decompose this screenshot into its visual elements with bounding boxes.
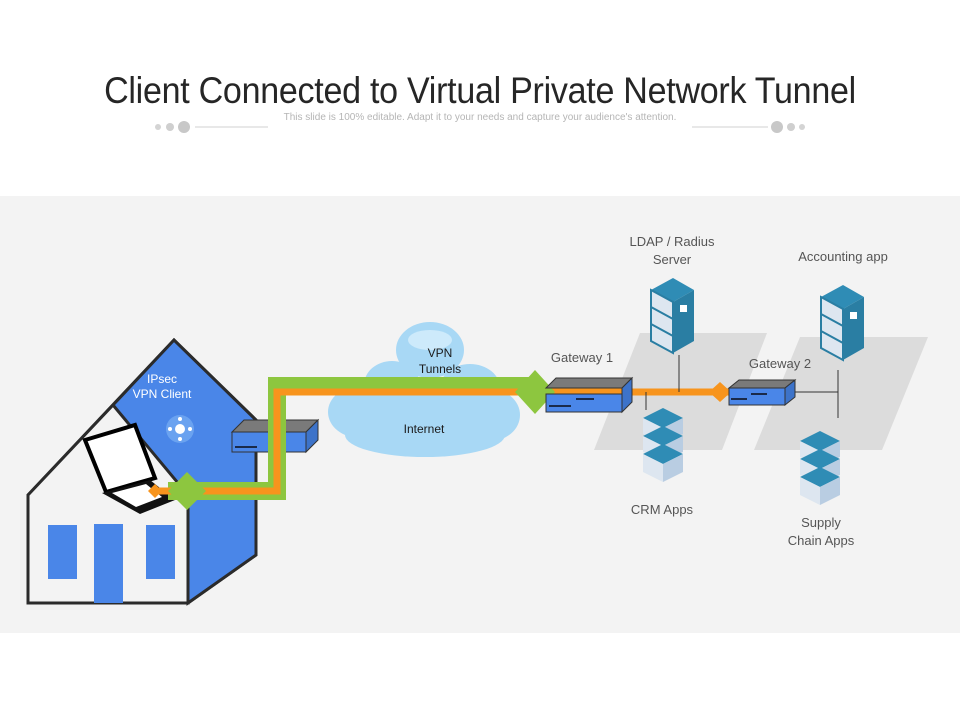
accounting-app-label: Accounting app xyxy=(798,249,888,264)
tunnel-endpoint-orange xyxy=(148,484,162,498)
divider-dot xyxy=(155,124,161,130)
divider-dot xyxy=(178,121,190,133)
divider-dot xyxy=(787,123,795,131)
internet-label: Internet xyxy=(403,422,445,436)
door xyxy=(94,524,123,603)
tunnel-endpoint-green xyxy=(515,370,555,414)
tunnel-endpoint-green xyxy=(168,472,206,510)
window xyxy=(48,525,77,579)
crm-apps-label: CRM Apps xyxy=(630,502,694,517)
supply-chain-apps-icon xyxy=(800,431,840,505)
vpn-client-icon xyxy=(166,415,194,443)
divider-dot xyxy=(771,121,783,133)
ldap-radius-server-label: LDAP / Radius Server xyxy=(629,234,715,267)
gateway-1-icon xyxy=(544,376,634,414)
ldap-server-icon xyxy=(650,278,694,355)
slide-title: Client Connected to Virtual Private Netw… xyxy=(104,70,856,111)
vpn-tunnel xyxy=(148,370,731,510)
supply-chain-apps-label: Supply Chain Apps xyxy=(787,515,855,548)
gateway-1-label: Gateway 1 xyxy=(550,350,614,365)
gateway-2-icon xyxy=(727,378,797,407)
vpn-tunnels-label: VPN Tunnels xyxy=(418,346,462,376)
ipsec-vpn-client-label: IPsec VPN Client xyxy=(132,372,192,401)
slide-subtitle: This slide is 100% editable. Adapt it to… xyxy=(283,112,677,123)
window xyxy=(146,525,175,579)
tunnel-endpoint-orange xyxy=(709,382,731,402)
divider-dot xyxy=(166,123,174,131)
divider-dot xyxy=(799,124,805,130)
crm-apps-icon xyxy=(643,408,683,482)
title-divider xyxy=(155,121,805,133)
accounting-server-icon xyxy=(820,285,864,362)
platform-gateway2 xyxy=(754,337,928,450)
gateway-2-label: Gateway 2 xyxy=(748,356,812,371)
